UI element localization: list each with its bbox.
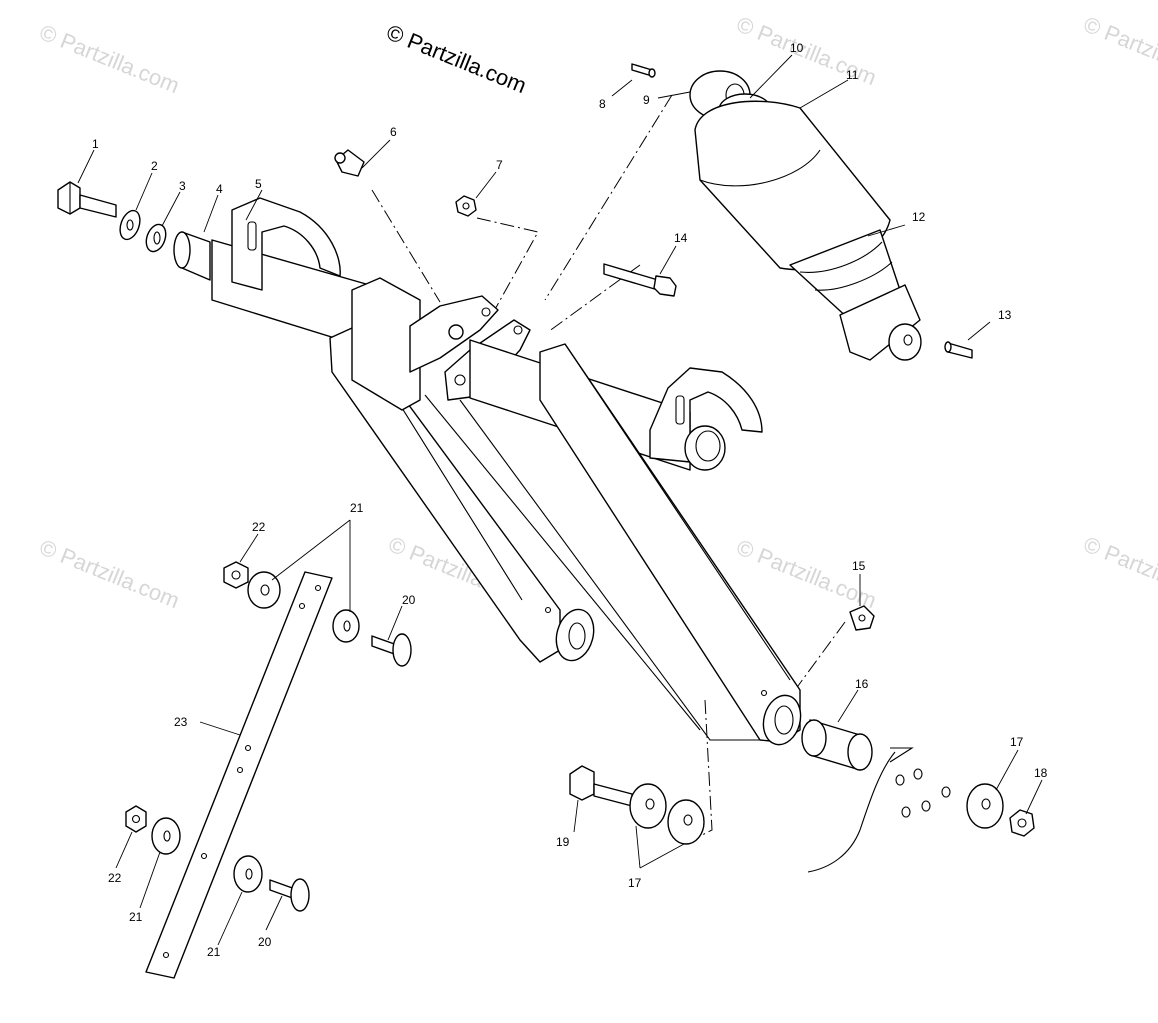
- part-3-washer: [145, 223, 167, 253]
- callout-16: 16: [855, 677, 869, 691]
- callout-20-top: 20: [402, 593, 416, 607]
- watermark-top-right: © Partzilla.com: [1080, 11, 1158, 90]
- left-arm-end-bore: [555, 608, 595, 662]
- callout-3: 3: [179, 179, 186, 193]
- rear-arm-assembly: [211, 197, 802, 746]
- callout-4: 4: [216, 182, 223, 196]
- callout-17-bottom: 17: [628, 876, 642, 890]
- callout-23: 23: [174, 715, 188, 729]
- part-22-nut-upper: [223, 561, 249, 589]
- part-14-bolt: [603, 263, 677, 297]
- callout-5: 5: [255, 177, 262, 191]
- watermark-mid-left: © Partzilla.com: [36, 534, 183, 613]
- callout-11: 11: [846, 68, 859, 82]
- part-6-grease-fitting: [334, 149, 365, 177]
- copyright-notice: © Partzilla.com: [383, 19, 530, 98]
- callout-10: 10: [790, 41, 804, 55]
- slide-rail-section: [807, 747, 951, 873]
- callout-7: 7: [496, 158, 503, 172]
- watermarks: © Partzilla.com © Partzilla.com © Partzi…: [36, 11, 1158, 613]
- part-13-pin: [944, 341, 973, 359]
- part-15-grease-fitting: [849, 605, 875, 631]
- callout-14: 14: [674, 231, 688, 245]
- leader-lines: [77, 54, 1043, 946]
- watermark-far-right: © Partzilla.com: [1080, 531, 1158, 610]
- part-7-nut: [455, 195, 477, 217]
- callout-1: 1: [92, 137, 99, 151]
- callout-6: 6: [390, 125, 397, 139]
- right-arm-end-bore: [762, 694, 802, 746]
- part-1-hex-bolt: [57, 181, 117, 218]
- part-20-bolt-lower: [269, 878, 310, 912]
- callout-17-right: 17: [1010, 735, 1024, 749]
- callout-numbers: 1 2 3 4 5 6 7 8 9 10 11 12 13 14 15 16 1…: [92, 41, 1048, 959]
- callout-9: 9: [643, 93, 650, 107]
- part-21-washer-lower-right: [233, 855, 263, 893]
- part-16-bushing: [801, 719, 873, 771]
- part-20-bolt-upper: [371, 633, 412, 667]
- part-18-nut: [1009, 809, 1035, 837]
- callout-21-lower-right: 21: [207, 945, 221, 959]
- callout-8: 8: [599, 97, 606, 111]
- callout-21-top: 21: [350, 501, 364, 515]
- watermark-top-left: © Partzilla.com: [36, 19, 183, 98]
- part-4-bushing: [173, 231, 211, 281]
- callout-22-bottom: 22: [108, 871, 122, 885]
- watermark-mid-right: © Partzilla.com: [733, 534, 880, 613]
- part-19-bolt: [569, 765, 633, 807]
- shock-absorber: [689, 70, 922, 361]
- part-17-washer-c: [966, 783, 1004, 829]
- part-21-washer-upper-left: [247, 571, 281, 609]
- part-22-nut-lower: [125, 805, 147, 833]
- callout-22-top: 22: [252, 520, 266, 534]
- callout-20-bottom: 20: [258, 935, 272, 949]
- callout-15: 15: [852, 559, 866, 573]
- part-17-washer-a: [629, 783, 667, 829]
- callout-13: 13: [998, 308, 1012, 322]
- part-23-strap: [145, 571, 333, 979]
- callout-12: 12: [912, 210, 926, 224]
- callout-18: 18: [1034, 766, 1048, 780]
- part-8-pin: [631, 63, 656, 78]
- part-2-washer: [119, 209, 141, 241]
- callout-21-lower-left: 21: [129, 910, 143, 924]
- callout-19: 19: [556, 835, 570, 849]
- part-21-washer-upper-right: [332, 609, 360, 643]
- callout-2: 2: [151, 159, 158, 173]
- part-17-washer-b: [667, 799, 705, 845]
- part-21-washer-lower-left: [151, 817, 181, 855]
